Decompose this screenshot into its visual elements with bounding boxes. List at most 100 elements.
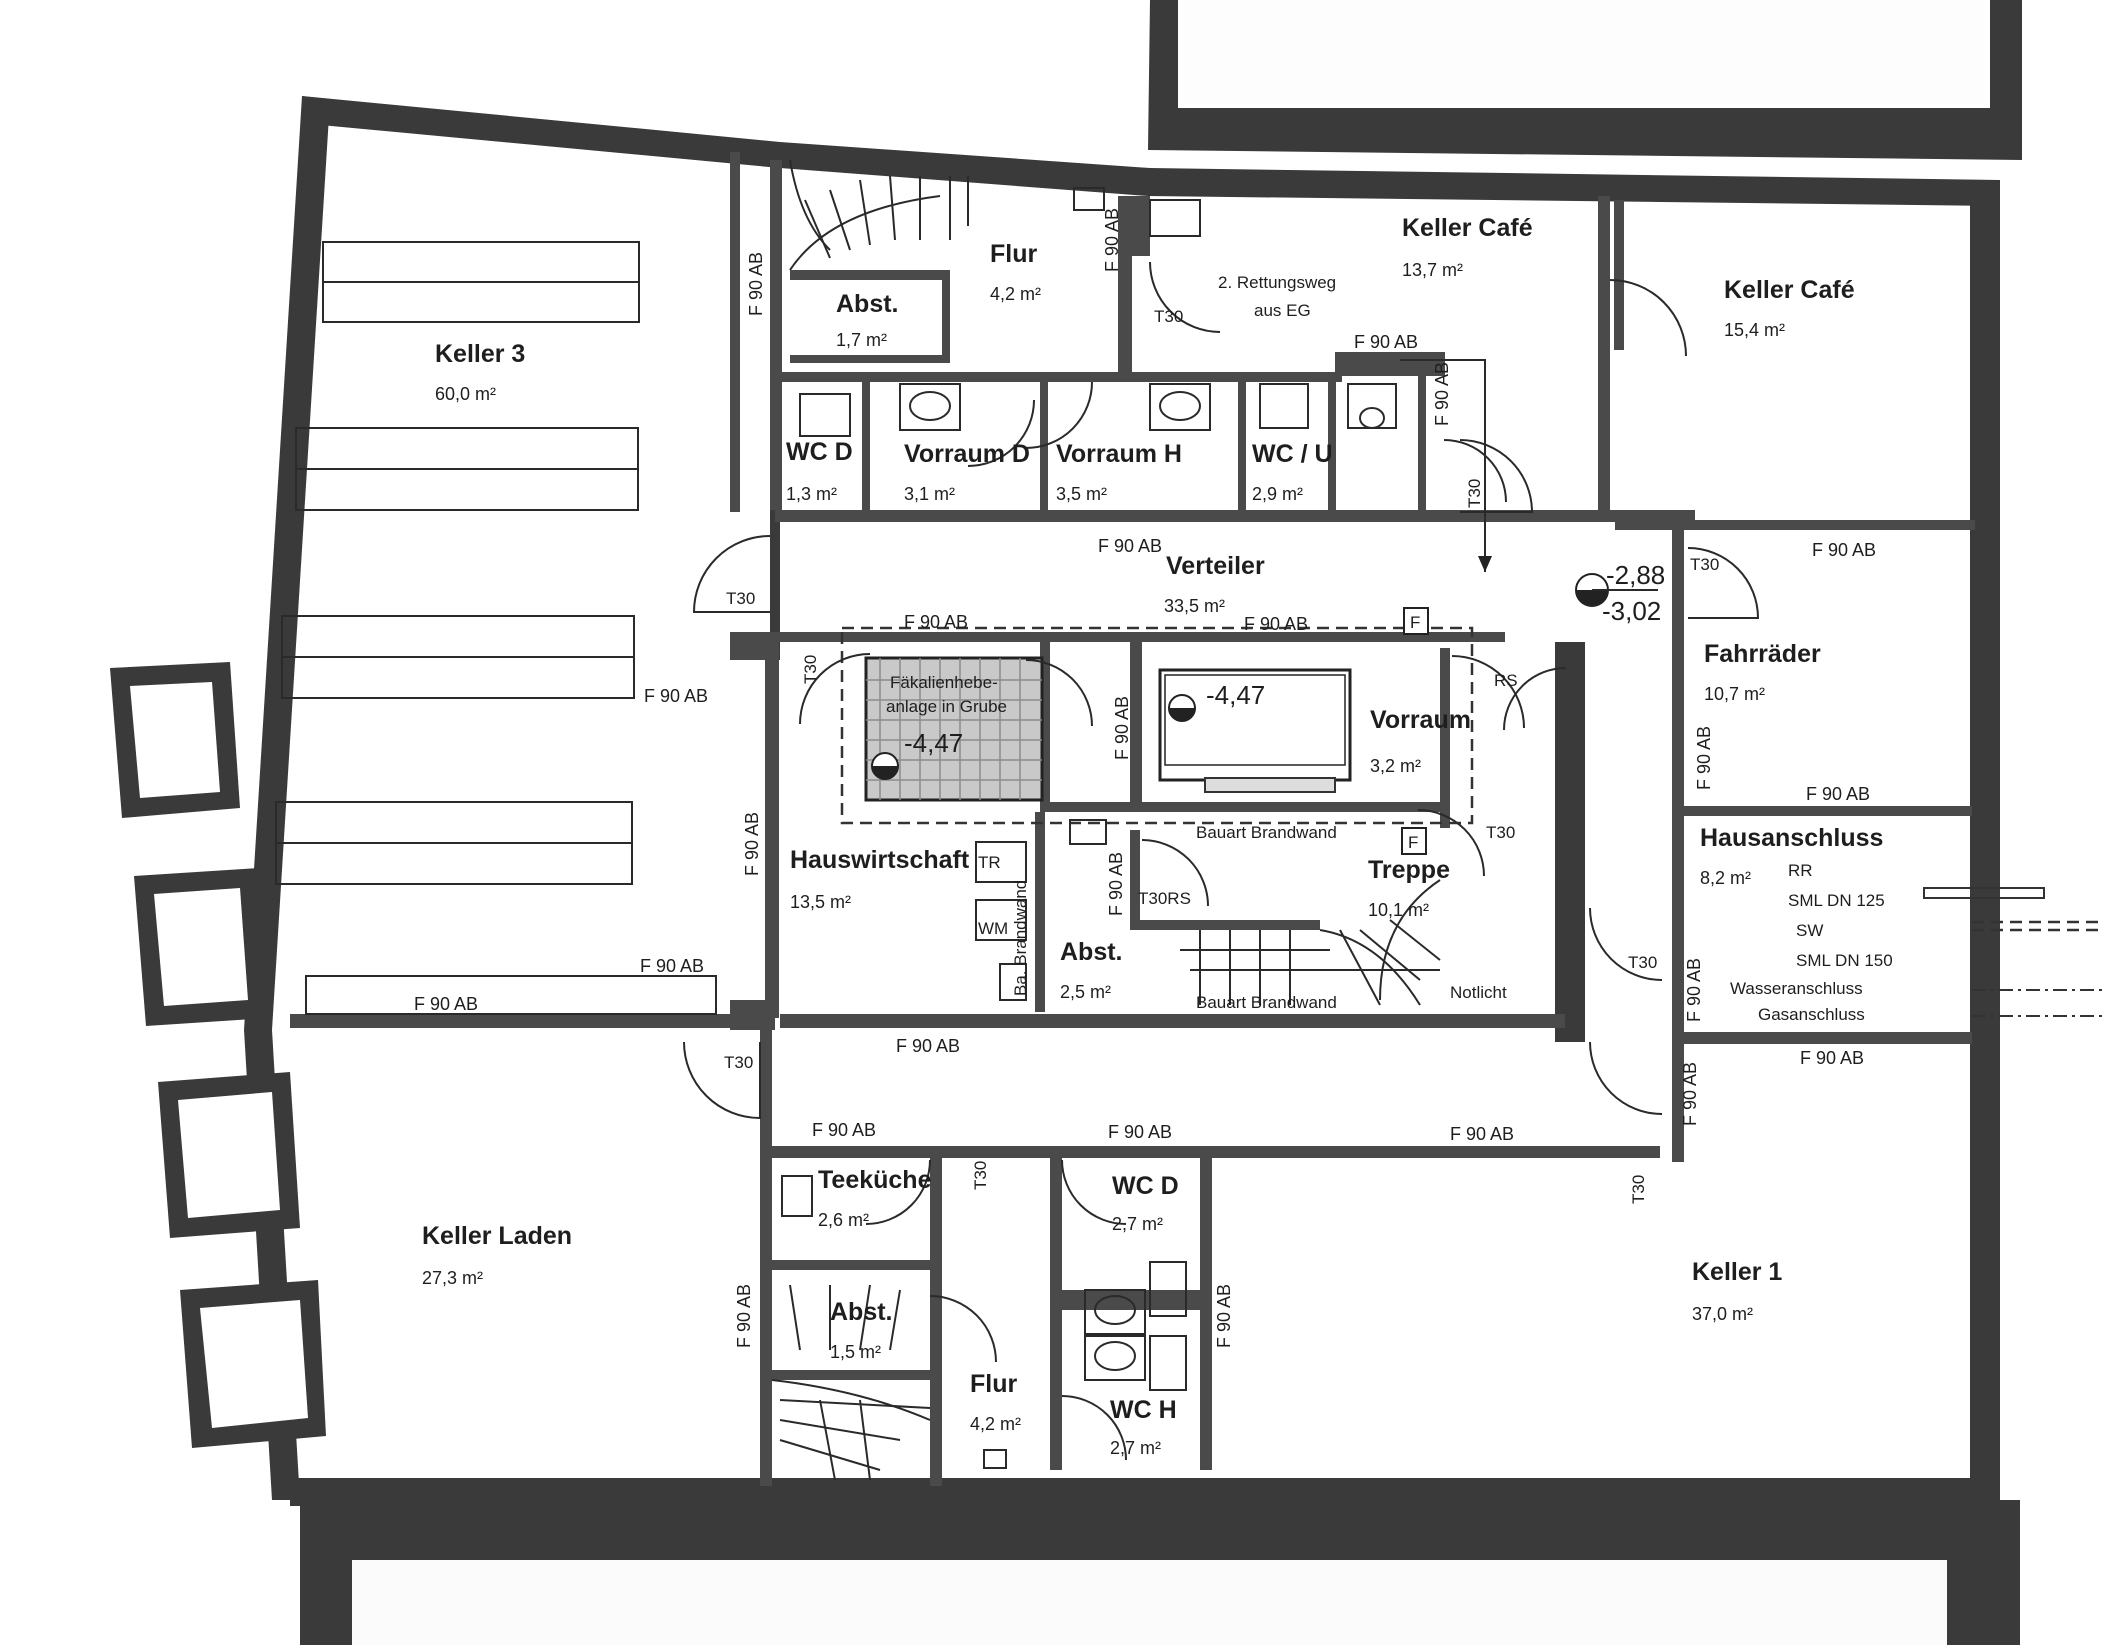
door-rating-labels: T30 T30 T30 T30 T30 T30 T30RS RS T30 T30… — [724, 307, 1719, 1204]
utility-label: Wasseranschluss — [1730, 979, 1863, 998]
room-area-vorraum-h: 3,5 m² — [1056, 484, 1107, 504]
room-labels: Keller 3 60,0 m² Flur 4,2 m² Abst. 1,7 m… — [422, 214, 1883, 1458]
room-area-vorraum-mid: 3,2 m² — [1370, 756, 1421, 776]
room-area-keller-cafe-2: 15,4 m² — [1724, 320, 1785, 340]
fire-label: F 90 AB — [644, 686, 708, 706]
f-symbol-label: F — [1408, 833, 1418, 852]
fire-label: F 90 AB — [1098, 536, 1162, 556]
notlicht-label: Notlicht — [1450, 983, 1507, 1002]
room-name-keller3: Keller 3 — [435, 340, 525, 368]
fire-label: F 90 AB — [1106, 852, 1126, 916]
room-name-flur-bottom: Flur — [970, 1370, 1017, 1398]
room-name-abst-top: Abst. — [836, 290, 899, 318]
fire-label: F 90 AB — [1806, 784, 1870, 804]
door-label: T30 — [801, 655, 820, 684]
room-name-teekueche: Teeküche — [818, 1166, 932, 1194]
doors — [683, 261, 1760, 1461]
room-area-wc-u: 2,9 m² — [1252, 484, 1303, 504]
rettungsweg-label: 2. Rettungsweg — [1218, 273, 1336, 292]
door-label: RS — [1494, 671, 1518, 690]
room-name-wc-u: WC / U — [1252, 440, 1333, 468]
door-label: T30RS — [1138, 889, 1191, 908]
pump-label: anlage in Grube — [886, 697, 1007, 716]
rettungsweg-label: aus EG — [1254, 301, 1311, 320]
room-area-abst-bottom: 1,5 m² — [830, 1342, 881, 1362]
brandwand-label: Bauart Brandwand — [1196, 993, 1337, 1012]
annotations: 2. Rettungsweg aus EG -2,88 -3,02 -4,47 … — [886, 273, 1893, 1024]
room-name-abst-bottom: Abst. — [830, 1298, 893, 1326]
level-pit: -4,47 — [1206, 680, 1265, 710]
utility-label: Gasanschluss — [1758, 1005, 1865, 1024]
room-name-keller-cafe-2: Keller Café — [1724, 276, 1855, 304]
f-symbols — [1401, 607, 1429, 855]
room-area-wc-h-bottom: 2,7 m² — [1110, 1438, 1161, 1458]
room-name-hausanschluss: Hausanschluss — [1700, 824, 1883, 852]
fire-label: F 90 AB — [1214, 1284, 1234, 1348]
interior-walls — [290, 152, 1975, 1486]
room-area-keller-cafe-1: 13,7 m² — [1402, 260, 1463, 280]
room-area-verteiler: 33,5 m² — [1164, 596, 1225, 616]
room-name-vorraum-h: Vorraum H — [1056, 440, 1182, 468]
fire-label: F 90 AB — [1102, 208, 1122, 272]
brandwand-label: Ba. Brandwand — [1011, 880, 1030, 996]
pump-label: Fäkalienhebe- — [890, 673, 998, 692]
tumble-dryer-label: TR — [978, 853, 1001, 872]
door-label: T30 — [1629, 1175, 1648, 1204]
fire-label: F 90 AB — [1244, 614, 1308, 634]
room-area-flur-top: 4,2 m² — [990, 284, 1041, 304]
fire-rating-labels: F 90 AB F 90 AB F 90 AB F 90 AB F 90 AB … — [414, 208, 1876, 1348]
door-label: T30 — [971, 1161, 990, 1190]
room-name-keller-laden: Keller Laden — [422, 1222, 572, 1250]
room-name-keller-cafe-1: Keller Café — [1402, 214, 1533, 242]
door-label: T30 — [1465, 479, 1484, 508]
door-label: T30 — [1154, 307, 1183, 326]
room-name-treppe: Treppe — [1368, 856, 1450, 884]
door-label: T30 — [1486, 823, 1515, 842]
neighbour-building-top — [1148, 0, 2022, 160]
room-area-abst-top: 1,7 m² — [836, 330, 887, 350]
fire-label: F 90 AB — [1694, 726, 1714, 790]
room-area-hauswirtschaft: 13,5 m² — [790, 892, 851, 912]
fire-label: F 90 AB — [1800, 1048, 1864, 1068]
fire-label: F 90 AB — [1354, 332, 1418, 352]
room-name-verteiler: Verteiler — [1166, 552, 1265, 580]
fire-label: F 90 AB — [1680, 1062, 1700, 1126]
fire-label: F 90 AB — [1812, 540, 1876, 560]
room-name-flur-top: Flur — [990, 240, 1037, 268]
door-label: T30 — [1628, 953, 1657, 972]
fire-label: F 90 AB — [1112, 696, 1132, 760]
level-marker — [871, 573, 1658, 780]
room-name-wc-d-bottom: WC D — [1112, 1172, 1179, 1200]
room-area-teekueche: 2,6 m² — [818, 1210, 869, 1230]
room-area-fahrraeder: 10,7 m² — [1704, 684, 1765, 704]
room-area-hausanschluss: 8,2 m² — [1700, 868, 1751, 888]
stair-central — [1180, 879, 1441, 1006]
brandwand-label: Bauart Brandwand — [1196, 823, 1337, 842]
room-area-treppe: 10,1 m² — [1368, 900, 1429, 920]
stair-top — [789, 159, 969, 271]
utility-label: RR — [1788, 861, 1813, 880]
fire-label: F 90 AB — [896, 1036, 960, 1056]
door-label: T30 — [724, 1053, 753, 1072]
room-area-flur-bottom: 4,2 m² — [970, 1414, 1021, 1434]
door-label: T30 — [726, 589, 755, 608]
fire-label: F 90 AB — [414, 994, 478, 1014]
stair-bottom — [771, 1284, 931, 1481]
room-name-wc-d-top: WC D — [786, 438, 853, 466]
room-name-fahrraeder: Fahrräder — [1704, 640, 1821, 668]
fire-label: F 90 AB — [734, 1284, 754, 1348]
room-area-vorraum-d: 3,1 m² — [904, 484, 955, 504]
fire-label: F 90 AB — [1450, 1124, 1514, 1144]
utility-label: SW — [1796, 921, 1823, 940]
neighbour-building-bottom — [300, 1500, 2020, 1645]
fire-label: F 90 AB — [742, 812, 762, 876]
room-area-wc-d-top: 1,3 m² — [786, 484, 837, 504]
room-area-keller-laden: 27,3 m² — [422, 1268, 483, 1288]
room-area-keller1: 37,0 m² — [1692, 1304, 1753, 1324]
utility-label: SML DN 125 — [1788, 891, 1885, 910]
room-name-wc-h-bottom: WC H — [1110, 1396, 1177, 1424]
pump-pit — [840, 626, 1474, 825]
room-area-keller3: 60,0 m² — [435, 384, 496, 404]
sanitary-fixtures — [781, 187, 1397, 1469]
utility-label: SML DN 150 — [1796, 951, 1893, 970]
